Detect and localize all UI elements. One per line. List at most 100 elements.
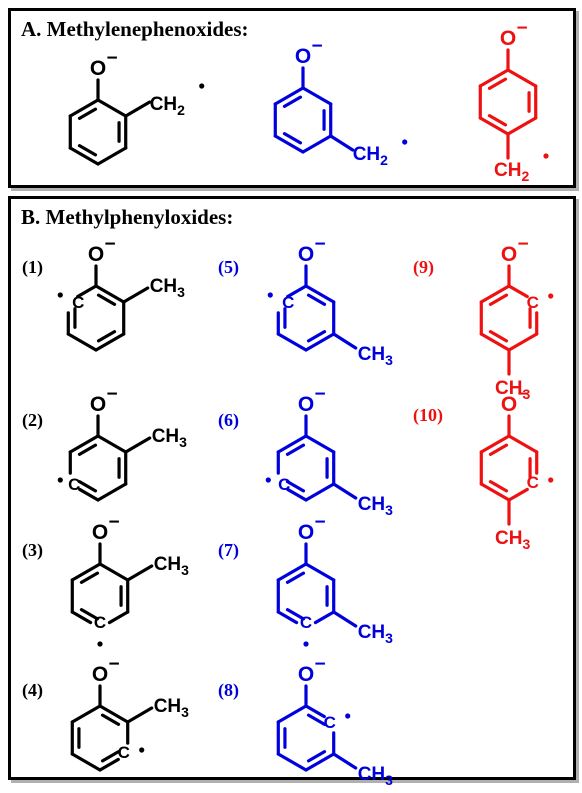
compound-9-radical-dot (548, 293, 554, 299)
compound-6-double-bond-1 (285, 480, 306, 493)
compound-2-ring-bond-5 (68, 434, 100, 454)
compound-2-c-c-bond (124, 436, 152, 454)
compound-1-c-c-bond (122, 286, 150, 304)
compound-6-ring-bond-0 (304, 434, 336, 454)
compound-4-c-c-bond (126, 706, 154, 724)
meta-methylene-double-bond-2 (282, 95, 303, 108)
compound-4-methyl-group: CH3 (154, 696, 189, 720)
compound-10-negative-charge: − (517, 384, 528, 405)
compound-9-ring-bond-0 (507, 284, 529, 299)
compound-8-ring-bond-5 (276, 704, 308, 724)
compound-2-methyl-group: CH3 (152, 426, 187, 450)
para-methylene-ring-bond-2 (506, 116, 538, 136)
label-compound-3: (3) (22, 540, 43, 560)
ortho-methylene-ring-bond-3 (68, 146, 100, 166)
compound-2-radical-dot (57, 477, 63, 483)
meta-methylene-ring-bond-5 (273, 86, 305, 106)
compound-7-methyl-group: CH3 (358, 622, 393, 646)
compound-4-ring-bond-5 (70, 704, 102, 724)
compound-1-double-bond-1 (96, 330, 117, 343)
ortho-methylene-negative-charge: − (106, 48, 117, 69)
compound-10-oxygen-atom: O (501, 393, 517, 416)
compound-10-radical-dot (548, 477, 554, 483)
compound-8-radical-carbon: C (324, 713, 336, 732)
compound-5-double-bond-1 (306, 330, 327, 343)
compound-9-ring-bond-2 (507, 332, 539, 352)
compound-10-ring-bond-3 (479, 482, 511, 502)
compound-2-negative-charge: − (106, 384, 117, 405)
label-compound-7: (7) (218, 540, 239, 560)
compound-7-radical-carbon: C (300, 613, 312, 632)
compound-2-ring-bond-3 (78, 487, 100, 502)
label-compound-10: (10) (413, 405, 443, 425)
compound-4-radical-carbon: C (118, 743, 130, 762)
ortho-methylene-oxygen-atom: O (90, 57, 106, 80)
compound-6-ring-bond-5 (276, 434, 308, 454)
compound-5-radical-dot (267, 292, 273, 298)
compound-6-methyl-group: CH3 (358, 494, 393, 518)
compound-5-oxygen-atom: O (298, 243, 314, 266)
compound-4-ring-bond-2 (98, 757, 120, 772)
label-compound-4: (4) (22, 680, 43, 700)
compound-3-ring-bond-2 (107, 610, 130, 625)
para-methylene-double-bond-2 (487, 77, 508, 90)
compound-8-radical-dot (345, 713, 351, 719)
compound-6-oxygen-atom: O (298, 393, 314, 416)
compound-1-radical-dot (57, 292, 63, 298)
compound-7-ring-bond-0 (304, 562, 336, 582)
para-methylene-ring-bond-0 (506, 68, 538, 88)
compound-1-ring-bond-5 (76, 284, 98, 299)
compound-6-c-c-bond (332, 482, 358, 500)
compound-2-radical-carbon: C (68, 475, 80, 494)
label-compound-9: (9) (413, 257, 434, 277)
compound-7-double-bond-2 (285, 571, 306, 584)
panel-a-heading: A. Methylenephenoxides: (21, 17, 249, 41)
ortho-methylene-ring-bond-0 (96, 98, 128, 118)
compound-4-radical-dot (139, 747, 145, 753)
compound-3-methyl-group: CH3 (154, 554, 189, 578)
para-methylene-negative-charge: − (516, 18, 527, 39)
compound-4-double-bond-1 (100, 750, 121, 763)
compound-3-double-bond-2 (79, 571, 100, 584)
compound-3-ring-bond-0 (98, 562, 130, 582)
compound-6-double-bond-2 (285, 443, 306, 456)
compound-7-ring-bond-2 (313, 610, 336, 625)
compound-5-ring-bond-0 (304, 284, 336, 304)
compound-2-double-bond-1 (77, 480, 98, 493)
ortho-methylene-methylene-group: CH2 (150, 94, 185, 118)
compound-2-ring-bond-0 (96, 434, 128, 454)
compound-2-oxygen-atom: O (90, 393, 106, 416)
panel-b-heading: B. Methylphenyloxides: (21, 205, 234, 229)
meta-methylene-ring-bond-0 (301, 86, 333, 106)
meta-methylene-c-c-bond (329, 134, 355, 152)
compound-6-ring-bond-2 (304, 482, 336, 502)
compound-9-methyl-group: CH3 (495, 378, 530, 402)
compound-7-ring-bond-5 (276, 562, 308, 582)
compound-7-ring-bond-3 (276, 610, 299, 625)
compound-5-methyl-group: CH3 (358, 344, 393, 368)
compound-9-oxygen-atom: O (501, 243, 517, 266)
compound-8-ring-bond-2 (304, 752, 336, 772)
meta-methylene-oxygen-atom: O (295, 45, 311, 68)
compound-10-ring-bond-5 (479, 434, 511, 454)
compound-1-double-bond-0 (96, 293, 117, 306)
compound-9-double-bond-2 (488, 293, 509, 306)
compound-4-oxygen-atom: O (92, 663, 108, 686)
compound-1-negative-charge: − (104, 234, 115, 255)
para-methylene-methylene-radical-dot (543, 153, 549, 159)
compound-2-ring-bond-2 (96, 482, 128, 502)
para-methylene-ring-bond-3 (478, 116, 510, 136)
compound-5-ring-bond-3 (276, 332, 308, 352)
compound-8-double-bond-0 (306, 713, 327, 726)
compound-6-radical-dot (265, 477, 271, 483)
compound-4-negative-charge: − (108, 654, 119, 675)
compound-1-oxygen-atom: O (88, 243, 104, 266)
compound-9-negative-charge: − (517, 234, 528, 255)
meta-methylene-ring-bond-2 (301, 134, 333, 154)
compound-9-radical-carbon: C (527, 293, 539, 312)
meta-methylene-methylene-group: CH2 (353, 144, 388, 168)
compound-5-ring-bond-2 (304, 332, 336, 352)
compound-1-ring-bond-2 (94, 332, 126, 352)
compound-3-oxygen-atom: O (92, 521, 108, 544)
compound-5-double-bond-0 (306, 293, 327, 306)
